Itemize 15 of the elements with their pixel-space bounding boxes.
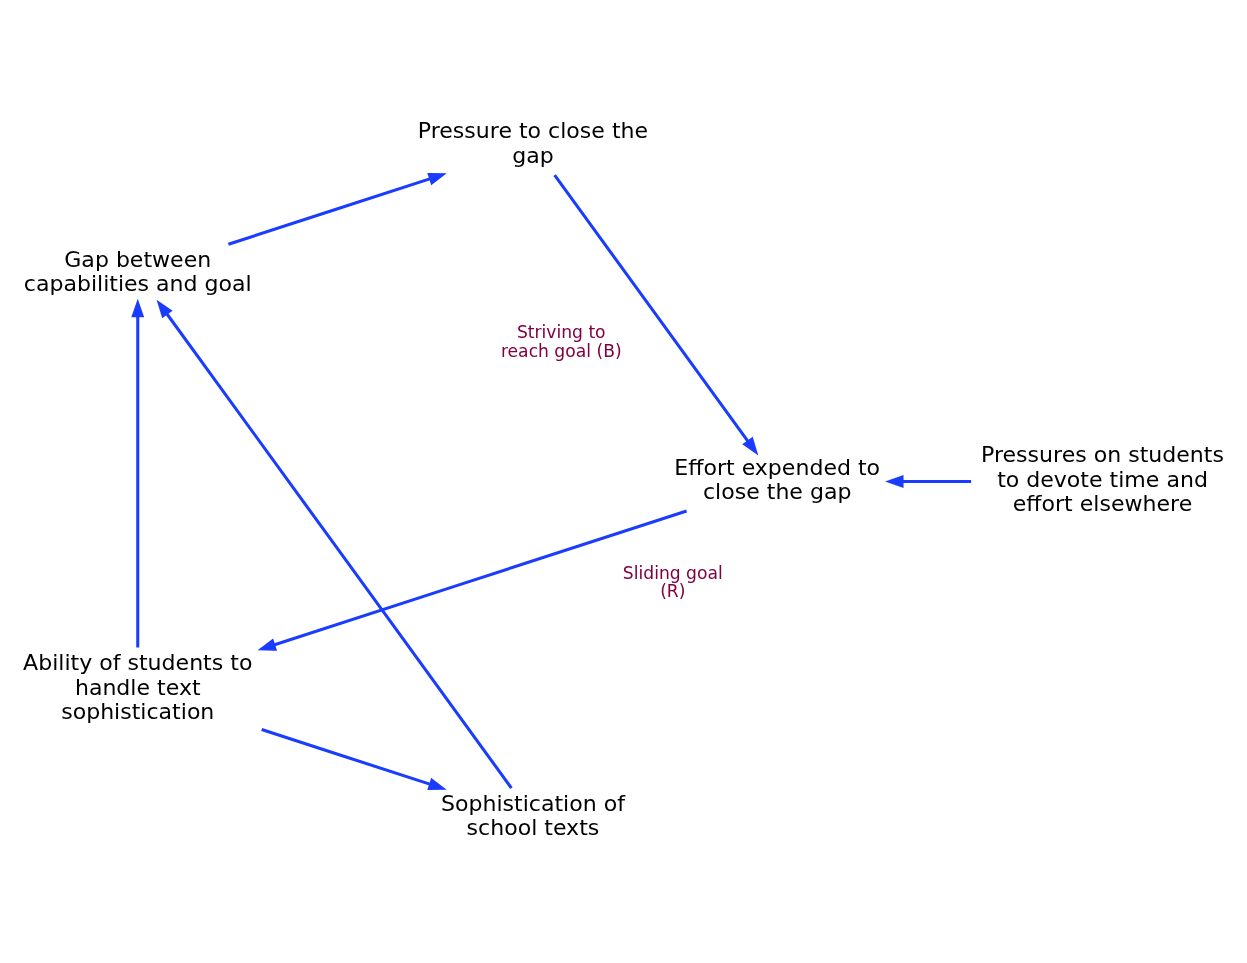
- arrow: [261, 728, 447, 791]
- arrow: [553, 174, 759, 456]
- arrow: [257, 509, 688, 651]
- node-text: Ability of students to handle text sophistication: [23, 650, 253, 725]
- arrow: [156, 299, 513, 789]
- label: Striving to reach goal (B): [500, 322, 622, 361]
- node-text: Pressures on students to devote time and effort elsewhere: [981, 442, 1224, 517]
- node-text: Sophistication of school texts: [440, 790, 625, 841]
- node-text: Gap between capabilities and goal: [23, 246, 252, 297]
- label: Sliding goal (R): [622, 562, 723, 601]
- arrow: [227, 172, 447, 246]
- node-text: Effort expended to close the gap: [674, 454, 881, 505]
- arrow: [885, 475, 972, 488]
- node-text: Pressure to close the gap: [417, 118, 649, 168]
- arrow: [131, 298, 145, 648]
